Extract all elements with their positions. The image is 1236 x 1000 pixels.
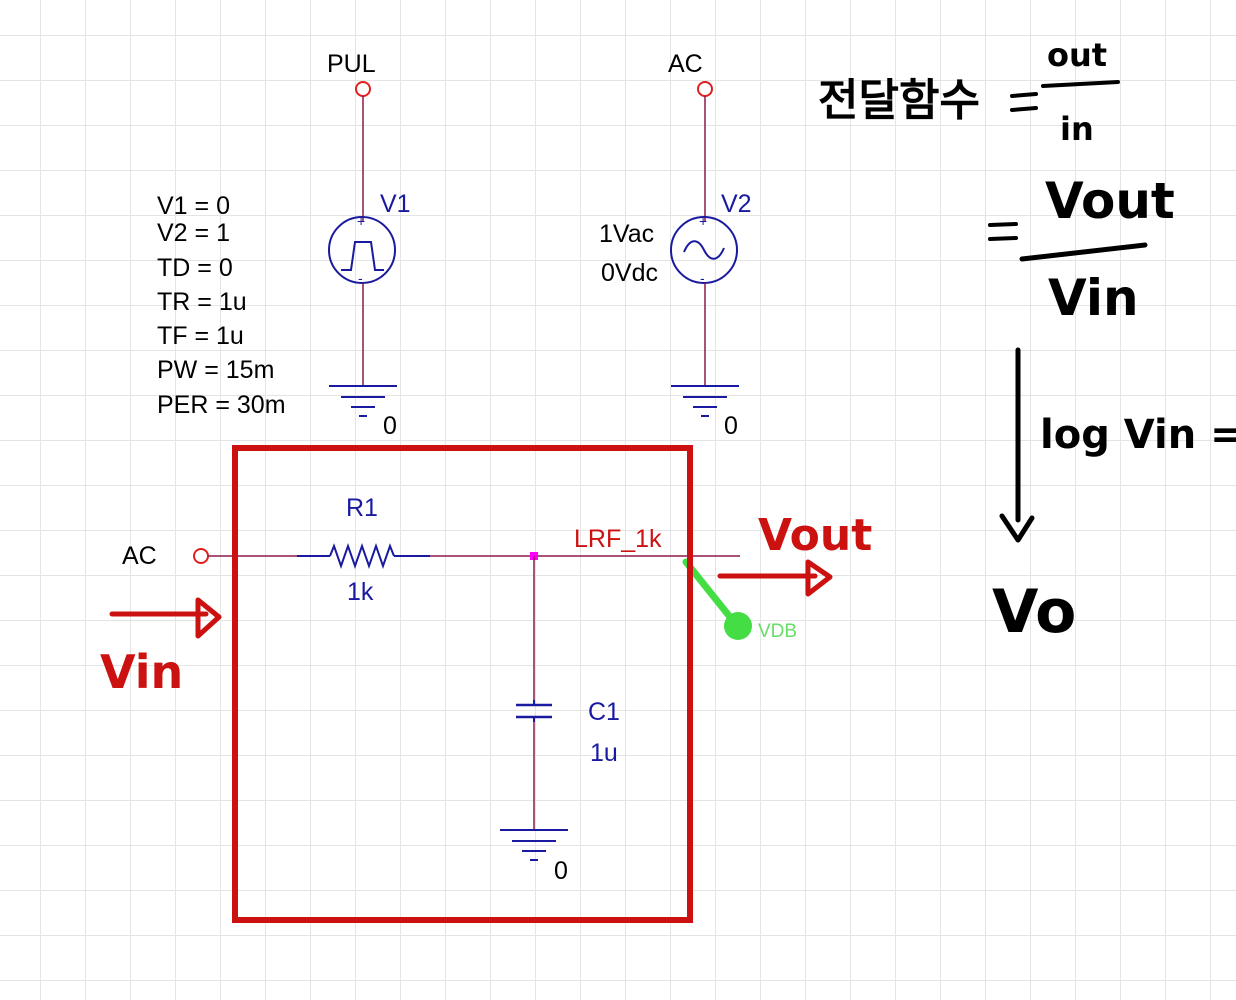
transfer-function-notes: 전달함수 out in Vout Vin log Vin = 1 Vo xyxy=(818,36,1236,647)
rc-filter-circuit: AC R1 1k LRF_1k C1 1u 0 xyxy=(122,494,797,885)
v1-pulse-source[interactable]: PUL + - V1 0 V1 = 0 V2 = 1 TD = 0 TR = 1… xyxy=(157,50,411,440)
v2-ground-label: 0 xyxy=(724,412,738,440)
probe-tip-icon xyxy=(724,612,752,640)
resistor-icon[interactable] xyxy=(329,542,395,570)
v1-name: V1 xyxy=(380,190,411,218)
v2-port-icon xyxy=(697,81,713,97)
pulse-source-icon xyxy=(328,216,396,284)
v2-ac-source[interactable]: AC + - V2 1Vac 0Vdc 0 xyxy=(599,50,752,440)
v1-param: V1 = 0 xyxy=(157,192,230,220)
minus-icon: - xyxy=(700,270,705,286)
ground-icon xyxy=(500,829,568,861)
capacitor-icon[interactable] xyxy=(516,700,552,722)
log-note: log Vin = 1 xyxy=(1040,412,1236,458)
highlight-box xyxy=(232,445,693,923)
vout-arrow-icon xyxy=(717,559,833,597)
vin-label: Vin xyxy=(100,645,183,699)
vout-label: Vout xyxy=(758,510,872,561)
ground-icon xyxy=(329,385,397,417)
minus-icon: - xyxy=(358,270,363,286)
output-net-label: LRF_1k xyxy=(574,525,662,553)
c1-ground-label: 0 xyxy=(554,857,568,885)
r1-name: R1 xyxy=(346,494,378,522)
c1-name: C1 xyxy=(588,698,620,726)
input-port-label: AC xyxy=(122,542,157,570)
r1-value: 1k xyxy=(347,578,374,606)
v1-param: PW = 15m xyxy=(157,356,274,384)
vin-arrow-icon xyxy=(109,597,222,639)
ac-source-icon xyxy=(670,216,738,284)
fraction-bar xyxy=(1041,80,1120,88)
probe-label: VDB xyxy=(758,621,797,642)
ratio1-bottom: in xyxy=(1060,110,1094,148)
down-arrow-icon xyxy=(999,347,1035,543)
v2-dc-value: 0Vdc xyxy=(601,259,658,287)
v2-name: V2 xyxy=(721,190,752,218)
plus-icon: + xyxy=(699,213,707,229)
v1-param: PER = 30m xyxy=(157,391,286,419)
v1-param: TD = 0 xyxy=(157,254,233,282)
v1-param: V2 = 1 xyxy=(157,219,230,247)
c1-value: 1u xyxy=(590,739,618,767)
ratio2-top: Vout xyxy=(1045,172,1175,230)
plus-icon: + xyxy=(357,213,365,229)
v1-ground-label: 0 xyxy=(383,412,397,440)
v1-params: V1 = 0 V2 = 1 TD = 0 TR = 1u TF = 1u PW … xyxy=(157,192,286,419)
pulse-waveform-icon xyxy=(341,241,384,271)
ground-icon xyxy=(671,385,739,417)
v1-net-label: PUL xyxy=(327,50,376,78)
korean-label: 전달함수 xyxy=(818,75,980,126)
v1-param: TF = 1u xyxy=(157,322,244,350)
v2-ac-value: 1Vac xyxy=(599,220,654,248)
v2-net-label: AC xyxy=(668,50,703,78)
sine-wave-icon xyxy=(683,240,725,260)
probe-arm xyxy=(682,558,738,626)
input-port-icon[interactable] xyxy=(193,548,209,564)
fraction-bar xyxy=(1019,242,1148,262)
vdb-probe[interactable]: VDB xyxy=(682,558,797,642)
ratio1-top: out xyxy=(1047,36,1107,74)
v1-port-icon xyxy=(355,81,371,97)
ratio2-bottom: Vin xyxy=(1048,269,1139,327)
v1-param: TR = 1u xyxy=(157,288,247,316)
result-label: Vo xyxy=(992,577,1076,647)
